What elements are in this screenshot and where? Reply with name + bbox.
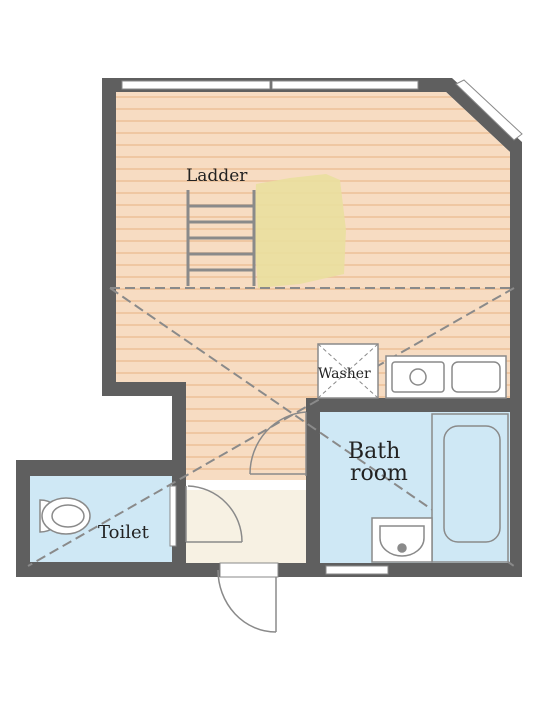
windows: [121, 79, 523, 575]
bath-label-line1: Bath: [348, 439, 400, 464]
window-corner: [455, 79, 523, 141]
kitchen-counter: [385, 355, 507, 399]
toilet-label: Toilet: [98, 522, 150, 543]
toilet-door-swing: [187, 485, 243, 543]
entry-opening: [219, 562, 279, 578]
bath-left-wall: [306, 398, 320, 577]
toilet-icon: [39, 497, 91, 535]
bath-door-swing: [249, 411, 307, 475]
stove-burner-icon: [409, 368, 427, 386]
entry-door-swing: [217, 569, 277, 633]
ladder-label: Ladder: [186, 166, 248, 186]
entry-floor: [186, 490, 306, 563]
toilet-wall: [16, 460, 186, 577]
bathtub-icon: [431, 413, 509, 563]
washbasin-icon: [371, 517, 433, 563]
kitchen-sink-icon: [451, 361, 501, 393]
window-bath-bottom: [325, 565, 389, 575]
window-top-right: [271, 80, 419, 90]
loft-area: [254, 174, 346, 288]
walls: [16, 78, 522, 577]
ladder-icon: [186, 190, 256, 286]
bath-top-wall: [306, 398, 522, 412]
doors: [185, 411, 307, 633]
washer-label: Washer: [318, 366, 371, 382]
bath-label-line2: room: [350, 461, 408, 486]
washer-space: [317, 343, 379, 399]
window-toilet: [169, 485, 177, 547]
window-top-left: [121, 80, 271, 90]
